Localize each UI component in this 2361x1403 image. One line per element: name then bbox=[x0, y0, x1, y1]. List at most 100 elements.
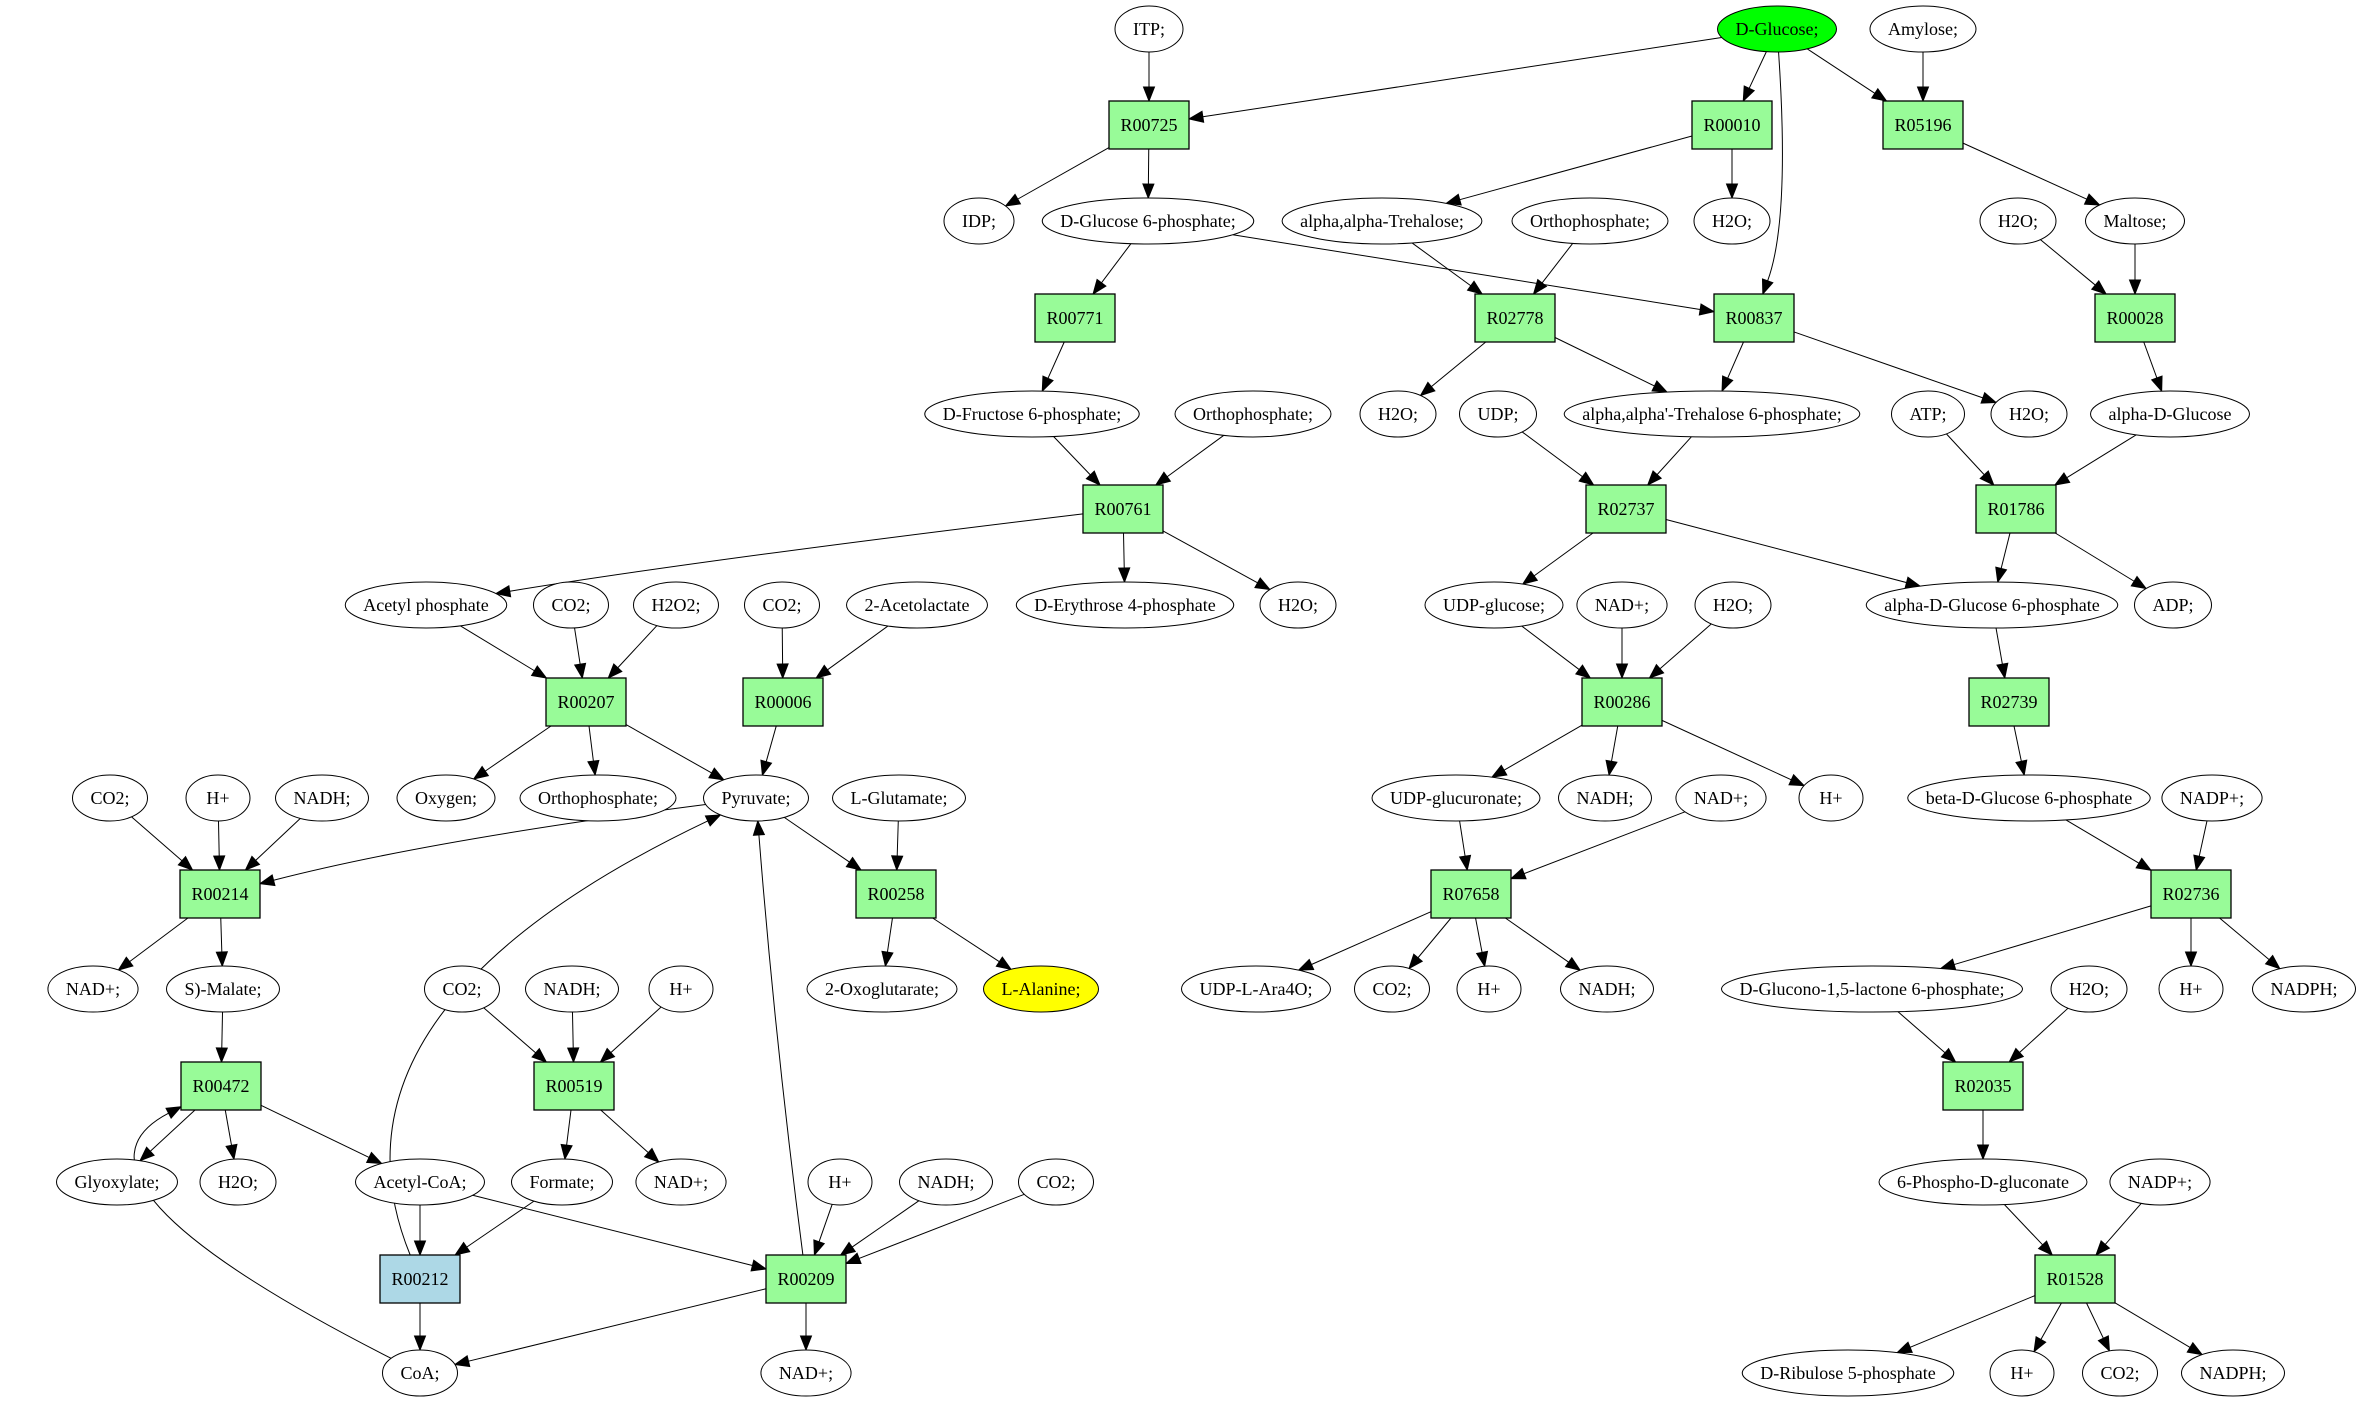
compound-node-maltose[interactable]: Maltose; bbox=[2085, 197, 2185, 245]
compound-node-nad[interactable]: NAD+; bbox=[635, 1158, 727, 1206]
compound-node-h2o[interactable]: H2O; bbox=[1693, 197, 1771, 245]
reaction-node-r00212[interactable]: R00212 bbox=[379, 1254, 461, 1304]
reaction-node-r00286[interactable]: R00286 bbox=[1581, 677, 1663, 727]
compound-node-d-fructose-6-phosphate[interactable]: D-Fructose 6-phosphate; bbox=[924, 390, 1140, 438]
compound-node-atp[interactable]: ATP; bbox=[1890, 390, 1966, 438]
compound-node-udp-glucuronate[interactable]: UDP-glucuronate; bbox=[1371, 774, 1541, 822]
compound-node-d-ribulose-5-phosphate[interactable]: D-Ribulose 5-phosphate bbox=[1741, 1349, 1955, 1397]
edge-line bbox=[133, 1112, 392, 1359]
compound-node-nadh[interactable]: NADH; bbox=[1560, 965, 1654, 1013]
compound-node-idp[interactable]: IDP; bbox=[943, 197, 1015, 245]
compound-node-h2o[interactable]: H2O; bbox=[1979, 197, 2057, 245]
reaction-node-r00771[interactable]: R00771 bbox=[1034, 293, 1116, 343]
compound-node-d-glucose-6-phosphate[interactable]: D-Glucose 6-phosphate; bbox=[1041, 197, 1255, 245]
compound-node-l-glutamate[interactable]: L-Glutamate; bbox=[832, 774, 966, 822]
compound-node-alpha-d-glucose-6-phosphate[interactable]: alpha-D-Glucose 6-phosphate bbox=[1865, 581, 2119, 629]
compound-node-nad[interactable]: NAD+; bbox=[760, 1349, 852, 1397]
reaction-node-r00028[interactable]: R00028 bbox=[2094, 293, 2176, 343]
reaction-node-r02778[interactable]: R02778 bbox=[1474, 293, 1556, 343]
compound-node-orthophosphate[interactable]: Orthophosphate; bbox=[519, 774, 677, 822]
compound-node-alpha-alpha-trehalose[interactable]: alpha,alpha-Trehalose; bbox=[1281, 197, 1483, 245]
compound-node-amylose[interactable]: Amylose; bbox=[1869, 5, 1977, 53]
reaction-node-r00209[interactable]: R00209 bbox=[765, 1254, 847, 1304]
reaction-node-r00472[interactable]: R00472 bbox=[180, 1061, 262, 1111]
compound-node-nad[interactable]: NAD+; bbox=[1675, 774, 1767, 822]
compound-node-acetyl-phosphate[interactable]: Acetyl phosphate bbox=[344, 581, 508, 629]
compound-node-h[interactable]: H+ bbox=[1989, 1349, 2055, 1397]
reaction-node-r01786[interactable]: R01786 bbox=[1975, 484, 2057, 534]
reaction-node-r02739[interactable]: R02739 bbox=[1968, 677, 2050, 727]
compound-node-nadh[interactable]: NADH; bbox=[1558, 774, 1652, 822]
compound-node-co2[interactable]: CO2; bbox=[532, 581, 610, 629]
reaction-node-r05196[interactable]: R05196 bbox=[1882, 100, 1964, 150]
reaction-node-r00837[interactable]: R00837 bbox=[1713, 293, 1795, 343]
compound-node-co2[interactable]: CO2; bbox=[1017, 1158, 1095, 1206]
reaction-node-r00207[interactable]: R00207 bbox=[545, 677, 627, 727]
compound-node-h2o2[interactable]: H2O2; bbox=[633, 581, 719, 629]
compound-node-co2[interactable]: CO2; bbox=[743, 581, 821, 629]
compound-node-h2o[interactable]: H2O; bbox=[1359, 390, 1437, 438]
compound-node-alpha-d-glucose[interactable]: alpha-D-Glucose bbox=[2090, 390, 2250, 438]
reaction-node-r00761[interactable]: R00761 bbox=[1082, 484, 1164, 534]
compound-node-udp-l-ara4o[interactable]: UDP-L-Ara4O; bbox=[1181, 965, 1331, 1013]
reaction-node-r00006[interactable]: R00006 bbox=[742, 677, 824, 727]
compound-node-h[interactable]: H+ bbox=[648, 965, 714, 1013]
compound-node-glyoxylate[interactable]: Glyoxylate; bbox=[56, 1158, 178, 1206]
reaction-node-r00010[interactable]: R00010 bbox=[1691, 100, 1773, 150]
reaction-node-r07658[interactable]: R07658 bbox=[1430, 869, 1512, 919]
compound-node-h[interactable]: H+ bbox=[2158, 965, 2224, 1013]
compound-node-pyruvate[interactable]: Pyruvate; bbox=[703, 774, 809, 822]
compound-node-l-alanine[interactable]: L-Alanine; bbox=[983, 965, 1099, 1013]
compound-node-2-oxoglutarate[interactable]: 2-Oxoglutarate; bbox=[806, 965, 958, 1013]
compound-node-udp-glucose[interactable]: UDP-glucose; bbox=[1424, 581, 1564, 629]
compound-node-nadph[interactable]: NADPH; bbox=[2251, 965, 2357, 1013]
compound-node-d-glucono-1-5-lactone-6-phosphate[interactable]: D-Glucono-1,5-lactone 6-phosphate; bbox=[1721, 965, 2023, 1013]
compound-node-itp[interactable]: ITP; bbox=[1114, 5, 1184, 53]
compound-node-nadh[interactable]: NADH; bbox=[275, 774, 369, 822]
reaction-node-r02035[interactable]: R02035 bbox=[1942, 1061, 2024, 1111]
reaction-node-r00214[interactable]: R00214 bbox=[179, 869, 261, 919]
reaction-box bbox=[2094, 293, 2176, 343]
reaction-node-r00725[interactable]: R00725 bbox=[1108, 100, 1190, 150]
compound-node-h2o[interactable]: H2O; bbox=[1259, 581, 1337, 629]
compound-node-d-glucose[interactable]: D-Glucose; bbox=[1717, 5, 1837, 53]
compound-node-co2[interactable]: CO2; bbox=[2081, 1349, 2159, 1397]
compound-node-nadh[interactable]: NADH; bbox=[525, 965, 619, 1013]
compound-node-h[interactable]: H+ bbox=[1798, 774, 1864, 822]
compound-node-nad[interactable]: NAD+; bbox=[47, 965, 139, 1013]
compound-node-h2o[interactable]: H2O; bbox=[2050, 965, 2128, 1013]
compound-node-co2[interactable]: CO2; bbox=[1353, 965, 1431, 1013]
compound-node-6-phospho-d-gluconate[interactable]: 6-Phospho-D-gluconate bbox=[1878, 1158, 2088, 1206]
reaction-node-r00519[interactable]: R00519 bbox=[533, 1061, 615, 1111]
compound-node-nad[interactable]: NAD+; bbox=[1576, 581, 1668, 629]
compound-node-acetyl-coa[interactable]: Acetyl-CoA; bbox=[355, 1158, 485, 1206]
compound-node-h[interactable]: H+ bbox=[185, 774, 251, 822]
compound-node-alpha-alpha-trehalose-6-phosphate[interactable]: alpha,alpha'-Trehalose 6-phosphate; bbox=[1563, 390, 1861, 438]
compound-node-h2o[interactable]: H2O; bbox=[199, 1158, 277, 1206]
compound-node-co2[interactable]: CO2; bbox=[71, 774, 149, 822]
compound-node-h[interactable]: H+ bbox=[807, 1158, 873, 1206]
compound-node-beta-d-glucose-6-phosphate[interactable]: beta-D-Glucose 6-phosphate bbox=[1907, 774, 2151, 822]
compound-node-udp[interactable]: UDP; bbox=[1458, 390, 1538, 438]
compound-node-oxygen[interactable]: Oxygen; bbox=[396, 774, 496, 822]
compound-node-coa[interactable]: CoA; bbox=[381, 1349, 459, 1397]
compound-node-h2o[interactable]: H2O; bbox=[1694, 581, 1772, 629]
compound-node-co2[interactable]: CO2; bbox=[423, 965, 501, 1013]
compound-node-nadp[interactable]: NADP+; bbox=[2161, 774, 2263, 822]
compound-node-orthophosphate[interactable]: Orthophosphate; bbox=[1174, 390, 1332, 438]
compound-node-nadp[interactable]: NADP+; bbox=[2109, 1158, 2211, 1206]
reaction-node-r02736[interactable]: R02736 bbox=[2150, 869, 2232, 919]
compound-node-formate[interactable]: Formate; bbox=[511, 1158, 613, 1206]
compound-node-orthophosphate[interactable]: Orthophosphate; bbox=[1511, 197, 1669, 245]
compound-node-2-acetolactate[interactable]: 2-Acetolactate bbox=[846, 581, 988, 629]
compound-node-s-malate[interactable]: S)-Malate; bbox=[166, 965, 280, 1013]
reaction-node-r02737[interactable]: R02737 bbox=[1585, 484, 1667, 534]
compound-node-h2o[interactable]: H2O; bbox=[1990, 390, 2068, 438]
compound-node-nadh[interactable]: NADH; bbox=[899, 1158, 993, 1206]
compound-node-h[interactable]: H+ bbox=[1456, 965, 1522, 1013]
reaction-node-r01528[interactable]: R01528 bbox=[2034, 1254, 2116, 1304]
compound-node-nadph[interactable]: NADPH; bbox=[2180, 1349, 2286, 1397]
compound-node-d-erythrose-4-phosphate[interactable]: D-Erythrose 4-phosphate bbox=[1015, 581, 1235, 629]
compound-node-adp[interactable]: ADP; bbox=[2133, 581, 2213, 629]
reaction-node-r00258[interactable]: R00258 bbox=[855, 869, 937, 919]
